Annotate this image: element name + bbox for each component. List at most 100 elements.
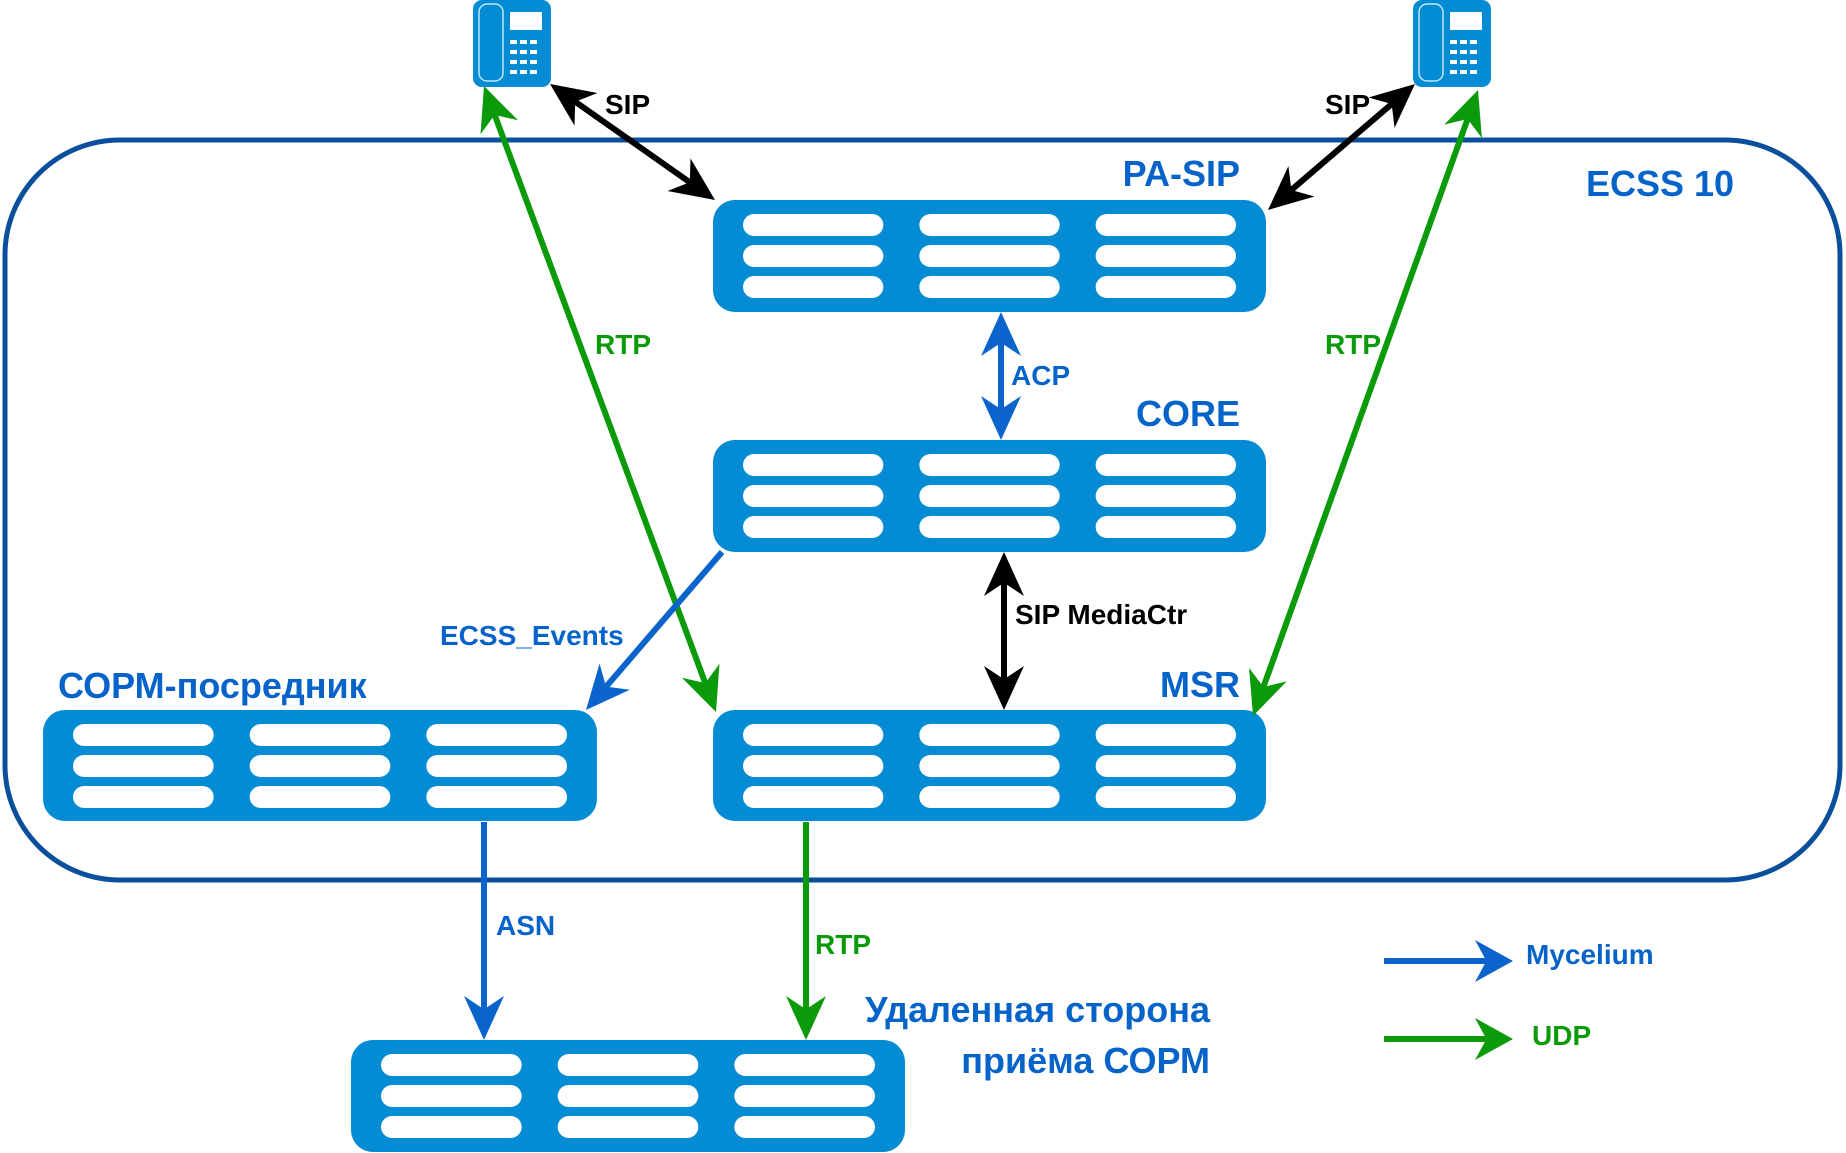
server-slot: [557, 1085, 699, 1107]
server-slot: [743, 276, 884, 298]
legend: Mycelium UDP: [1384, 939, 1654, 1060]
rtp-left-link: [480, 86, 720, 712]
arrowhead: [480, 86, 519, 135]
server-slot: [73, 755, 214, 777]
sorm-proxy-label: СОРМ-посредник: [58, 665, 368, 706]
server-slot: [919, 276, 1060, 298]
acp-label: ACP: [1011, 360, 1070, 391]
arrow-shaft: [573, 99, 692, 185]
server-slot: [743, 755, 884, 777]
arrowhead: [786, 996, 826, 1040]
server-slot: [734, 1116, 875, 1138]
server-slot: [381, 1054, 522, 1076]
rtp-right-label: RTP: [1325, 329, 1381, 360]
arrow-shaft: [491, 113, 709, 685]
server-slot: [426, 786, 567, 808]
sip-left-label: SIP: [605, 89, 650, 120]
server-slot: [1095, 276, 1236, 298]
server-slot: [249, 724, 391, 746]
ecss-events-link: [586, 550, 725, 710]
asn-link: [464, 822, 504, 1040]
server-slot: [1095, 724, 1236, 746]
core-server: [713, 440, 1266, 552]
arrowhead: [1444, 90, 1482, 139]
server-slot: [249, 755, 391, 777]
asn-label: ASN: [496, 910, 555, 941]
arrowhead: [1268, 166, 1315, 210]
rtp-left-label: RTP: [595, 329, 651, 360]
server-slot: [919, 516, 1060, 538]
ecss-events-label: ECSS_Events: [440, 620, 624, 651]
server-slot: [1095, 516, 1236, 538]
sip-left-link: [550, 84, 715, 200]
legend-udp-arrow: [1384, 1018, 1513, 1060]
arrowhead: [984, 666, 1024, 710]
legend-mycelium-label: Mycelium: [1526, 939, 1654, 970]
arrowhead: [586, 663, 630, 710]
server-slot: [557, 1054, 699, 1076]
remote-sorm-server: [351, 1040, 905, 1152]
ecss-frame: [2, 137, 1843, 883]
msr-label: MSR: [1160, 664, 1240, 705]
rtp-bottom-link: [786, 822, 826, 1040]
arrow-shaft: [603, 550, 725, 689]
sip-mediactr-link: [984, 552, 1024, 710]
server-slot: [743, 485, 884, 507]
server-slot: [1095, 454, 1236, 476]
acp-link: [981, 312, 1021, 440]
msr-server: [713, 710, 1266, 821]
server-slot: [743, 214, 884, 236]
server-slot: [1095, 755, 1236, 777]
arrowhead: [550, 84, 598, 126]
arrowhead: [1368, 84, 1415, 128]
server-slot: [1095, 485, 1236, 507]
pa-sip-label: PA-SIP: [1123, 153, 1240, 194]
phone-right-icon: [1413, 0, 1491, 87]
server-slot: [426, 755, 567, 777]
server-slot: [919, 786, 1060, 808]
server-slot: [919, 724, 1060, 746]
server-slot: [919, 245, 1060, 267]
server-slot: [743, 786, 884, 808]
server-slot: [1095, 786, 1236, 808]
ecss-frame-label: ECSS 10: [1586, 163, 1734, 204]
server-slot: [557, 1116, 699, 1138]
legend-mycelium-arrow: [1384, 940, 1513, 982]
server-slot: [734, 1054, 875, 1076]
server-slot: [919, 454, 1060, 476]
arrowhead: [464, 996, 504, 1040]
sip-right-label: SIP: [1325, 89, 1370, 120]
server-slot: [743, 516, 884, 538]
server-slot: [426, 724, 567, 746]
sip-right-link: [1268, 84, 1415, 210]
server-slot: [1095, 245, 1236, 267]
server-slot: [919, 755, 1060, 777]
arrow-shaft: [1260, 117, 1471, 689]
arrowhead: [1249, 667, 1287, 716]
remote-label-line2: приёма СОРМ: [961, 1040, 1210, 1081]
sip-mediactr-label: SIP MediaCtr: [1015, 599, 1187, 630]
pa-sip-server: [713, 200, 1266, 312]
arrowhead: [984, 552, 1024, 596]
server-slot: [743, 724, 884, 746]
server-slot: [919, 214, 1060, 236]
server-slot: [381, 1085, 522, 1107]
arrowhead: [1475, 1018, 1513, 1060]
server-slot: [73, 786, 214, 808]
server-slot: [249, 786, 391, 808]
server-slot: [1095, 214, 1236, 236]
server-slot: [743, 245, 884, 267]
server-slot: [381, 1116, 522, 1138]
rtp-bottom-label: RTP: [815, 929, 871, 960]
server-slot: [743, 454, 884, 476]
server-slot: [734, 1085, 875, 1107]
legend-udp-label: UDP: [1532, 1020, 1591, 1051]
arrowhead: [1475, 940, 1513, 982]
phone-left-icon: [473, 0, 551, 87]
remote-label-line1: Удаленная сторона: [865, 989, 1211, 1030]
server-slot: [73, 724, 214, 746]
arrow-shaft: [1289, 101, 1394, 193]
arrowhead: [981, 312, 1021, 356]
arrowhead: [681, 663, 720, 712]
